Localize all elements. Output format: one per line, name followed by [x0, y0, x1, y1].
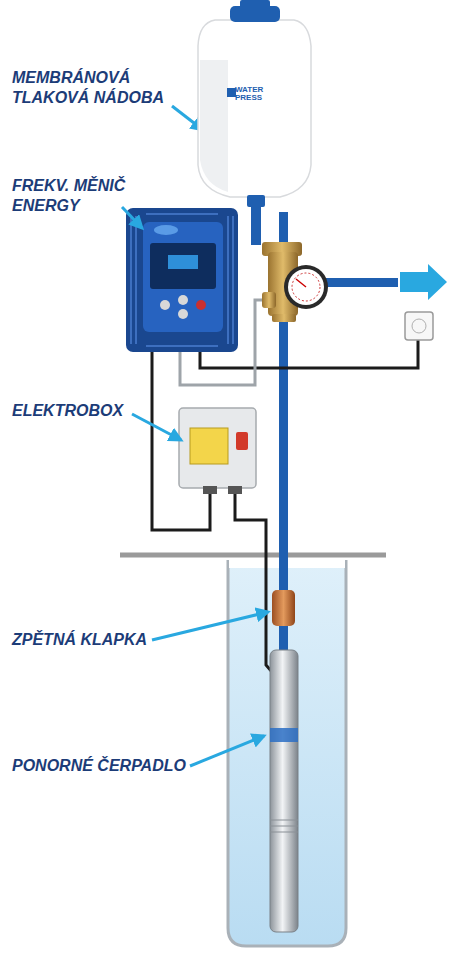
cable-gland [228, 486, 242, 494]
switch [236, 432, 248, 450]
frequency-inverter [126, 208, 238, 352]
pressure-gauge [288, 269, 324, 305]
inverter-button [178, 309, 188, 319]
logo-mark [227, 88, 236, 97]
tank-pipe [251, 205, 261, 245]
callout-label: MEMBRÁNOVÁ TLAKOVÁ NÁDOBA [12, 68, 177, 108]
inverter-button [178, 295, 188, 305]
pump-band [270, 728, 298, 742]
tank-outline [195, 0, 315, 215]
inverter-button [196, 300, 206, 310]
pump-grooves [270, 820, 298, 832]
pressure-tank: WATER PRESS [195, 0, 315, 215]
cable-gland [203, 486, 217, 494]
check-valve [272, 590, 295, 626]
callout-label: ZPĚTNÁ KLAPKA [12, 630, 162, 650]
inverter-logo [154, 225, 178, 235]
callout-label: ELEKTROBOX [12, 401, 142, 421]
warning-label [190, 428, 228, 464]
tank-body [198, 20, 311, 197]
leader-arrow [122, 106, 268, 766]
control-box [179, 408, 256, 488]
fitting [272, 314, 296, 322]
inverter-screen [168, 255, 198, 269]
outlet-pipe [318, 278, 398, 287]
tank-flange [247, 195, 265, 207]
fitting [262, 292, 276, 308]
tank-shade [200, 60, 228, 192]
inverter-panel [143, 222, 223, 332]
flow-arrow [400, 264, 447, 300]
riser-pipe [279, 625, 288, 652]
submersible-pump [270, 650, 298, 932]
pump-cable [235, 490, 272, 672]
gauge-scale [292, 273, 320, 301]
ground-line [120, 553, 386, 558]
callout-label: FREKV. MĚNIČ ENERGY [12, 176, 132, 216]
inverter-button [160, 300, 170, 310]
pressure-gauge [284, 265, 328, 309]
tank-cap [230, 6, 280, 22]
callout-label: PONORNÉ ČERPADLO [12, 756, 202, 776]
inverter-display [150, 243, 216, 289]
wall-socket [412, 319, 426, 333]
cooling-fins [131, 214, 233, 346]
wall-socket [405, 312, 433, 340]
gauge-needle [296, 279, 306, 287]
brand-logo: WATER PRESS [235, 86, 271, 102]
